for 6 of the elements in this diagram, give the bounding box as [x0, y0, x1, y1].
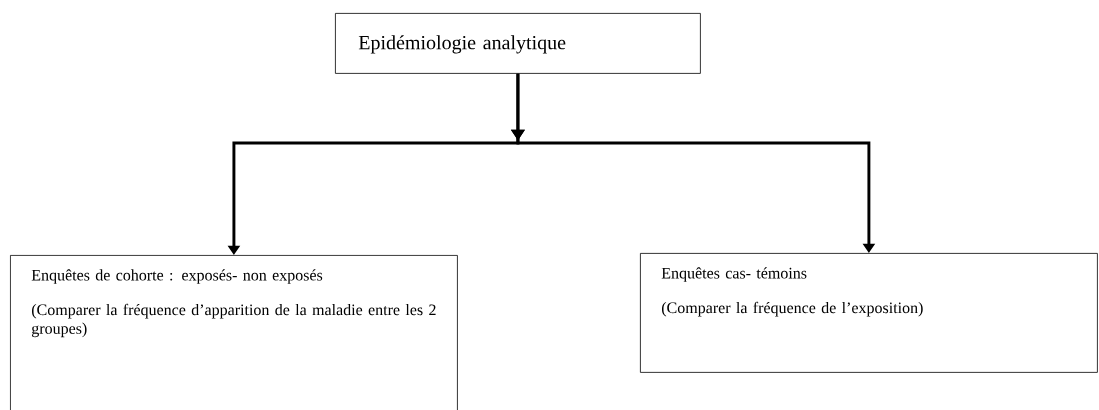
title-box — [335, 13, 701, 74]
category-box — [640, 253, 1098, 373]
box-text: Epidémiologie analytique — [358, 35, 566, 54]
category-box — [10, 255, 458, 410]
box-text: Enquêtes cas- témoins (Comparer la fréquence de l’exposition) — [661, 267, 923, 317]
box-text: Enquêtes de cohorte : exposés- non exposés (Comparer la fréquence d’apparition de la maladie entre les 2 groupes) — [31, 269, 436, 338]
